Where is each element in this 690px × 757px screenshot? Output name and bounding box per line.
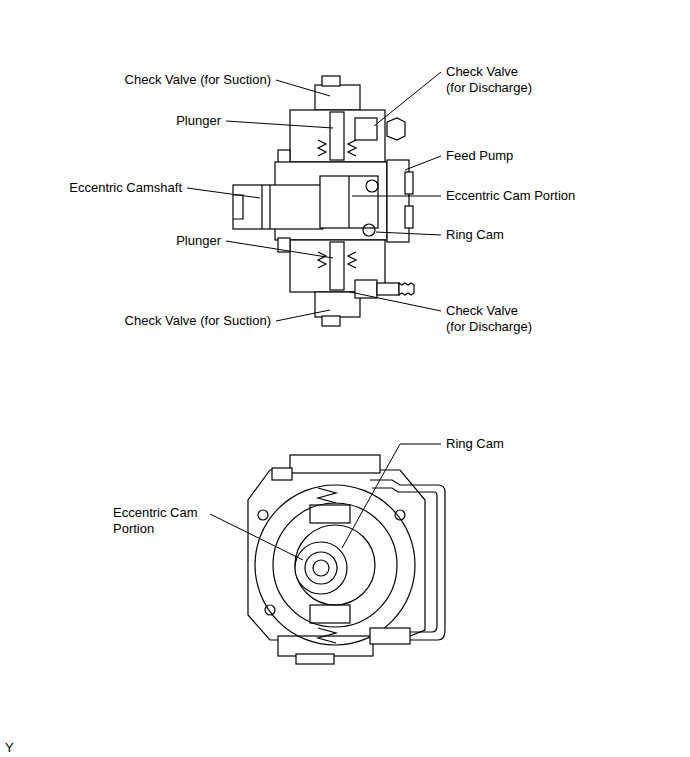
part-label: Check Valve (for Discharge) <box>445 64 539 96</box>
part-label: Check Valve (for Discharge) <box>445 303 539 335</box>
part-label: Feed Pump <box>445 148 514 164</box>
part-label: Eccentric Cam Portion <box>445 188 576 204</box>
part-label: Check Valve (for Suction) <box>124 72 272 88</box>
figure-code: Y <box>4 740 15 756</box>
part-label: Check Valve (for Suction) <box>124 313 272 329</box>
pump-section-view <box>233 76 414 326</box>
part-label: Eccentric Camshaft <box>68 180 183 196</box>
part-label: Plunger <box>175 233 222 249</box>
part-label: Ring Cam <box>445 227 505 243</box>
part-label: Ring Cam <box>445 436 505 452</box>
part-label: Eccentric Cam Portion <box>112 505 209 537</box>
part-label: Plunger <box>175 113 222 129</box>
pump-end-view <box>248 455 445 664</box>
